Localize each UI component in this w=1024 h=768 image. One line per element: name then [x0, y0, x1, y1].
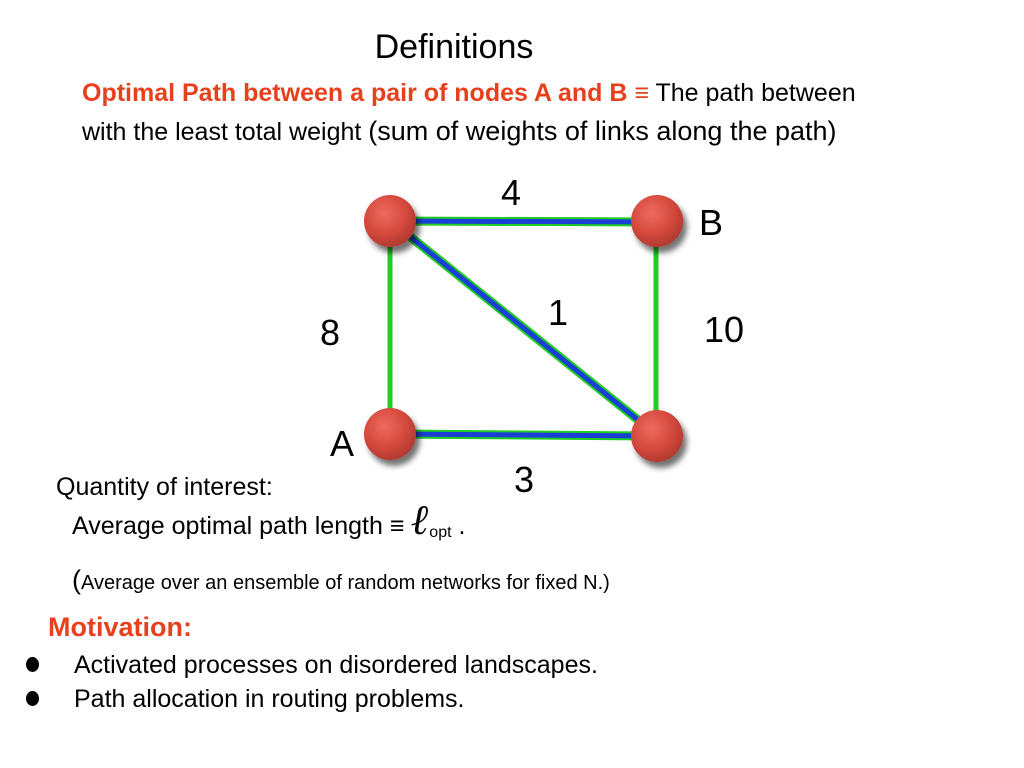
weight-label-diagonal: 1 — [548, 292, 568, 333]
quantity-label: Quantity of interest: — [56, 473, 273, 501]
opt-subscript: opt — [429, 524, 452, 541]
weight-label-bottom: 3 — [514, 459, 534, 500]
ensemble-note: (Average over an ensemble of random netw… — [72, 565, 610, 596]
motivation-list: Activated processes on disordered landsc… — [26, 648, 598, 716]
bullet-icon — [26, 691, 39, 706]
weight-label-top: 4 — [501, 172, 521, 213]
average-definition: Average optimal path length ≡ ℓopt . — [72, 500, 466, 542]
average-end: . — [451, 512, 466, 540]
slide-title: Definitions — [374, 28, 534, 66]
list-item: Activated processes on disordered landsc… — [26, 648, 598, 682]
average-text: Average optimal path length ≡ — [72, 512, 412, 540]
definition-text: Optimal Path between a pair of nodes A a… — [82, 74, 882, 151]
motivation-heading: Motivation: — [48, 612, 192, 642]
node-label-A: A — [330, 423, 354, 464]
definition-body-parenthetical: (sum of weights of links along the path) — [368, 116, 837, 146]
weight-label-right: 10 — [704, 309, 744, 350]
weight-label-left: 8 — [320, 312, 340, 353]
edge-A-bottom-right — [391, 429, 659, 441]
definition-body: The path between with the least total we… — [82, 79, 856, 146]
ensemble-text: Average over an ensemble of random netwo… — [81, 572, 610, 594]
ell-symbol: ℓ — [411, 498, 430, 544]
edge-top-left-B — [391, 216, 659, 227]
list-item: Path allocation in routing problems. — [26, 682, 598, 716]
definition-term: Optimal Path between a pair of nodes A a… — [82, 79, 649, 107]
node-A — [364, 408, 416, 460]
node-B — [631, 195, 683, 247]
bullet-text: Activated processes on disordered landsc… — [74, 651, 598, 679]
node-top-left — [364, 195, 416, 247]
bullet-icon — [26, 657, 39, 672]
node-bottom-right — [631, 410, 683, 462]
bullet-text: Path allocation in routing problems. — [74, 685, 465, 713]
node-label-B: B — [699, 202, 723, 243]
edge-diagonal — [389, 218, 661, 440]
ensemble-open-paren: ( — [72, 565, 81, 595]
